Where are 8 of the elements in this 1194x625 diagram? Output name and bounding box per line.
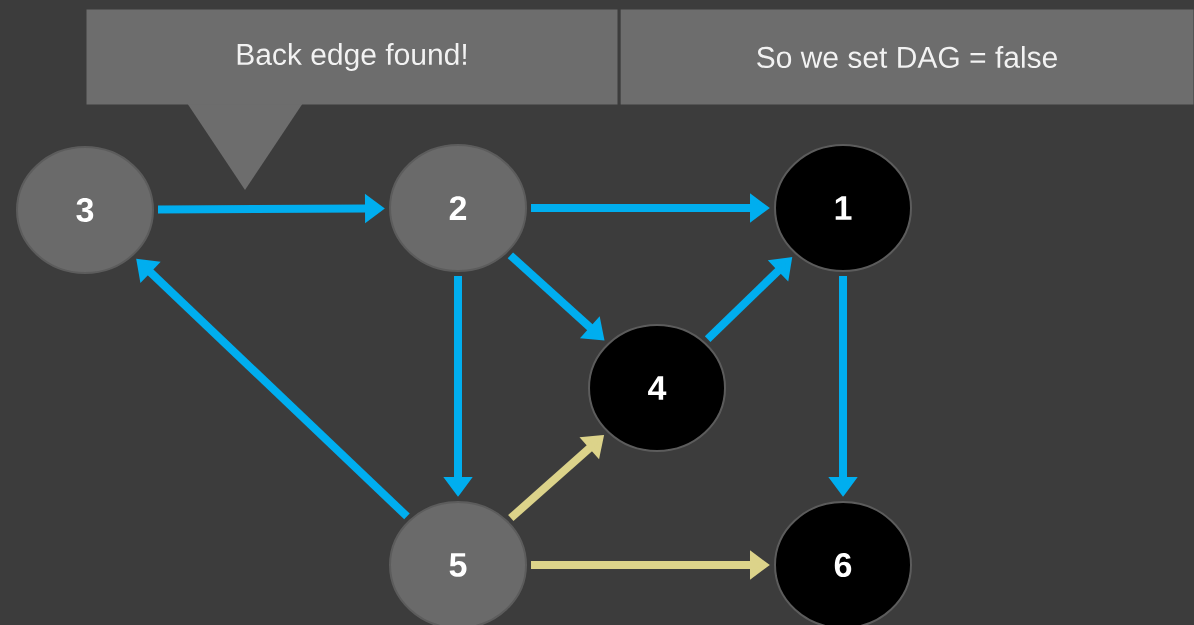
graph-node: 5 — [389, 501, 527, 625]
graph-node: 2 — [389, 144, 527, 272]
graph-node: 3 — [16, 146, 154, 274]
graph-node: 6 — [774, 501, 912, 625]
graph-node: 4 — [588, 324, 726, 452]
callout-box: Back edge found! — [86, 9, 618, 190]
text-banner: So we set DAG = false — [620, 9, 1194, 105]
graph-node: 1 — [774, 144, 912, 272]
